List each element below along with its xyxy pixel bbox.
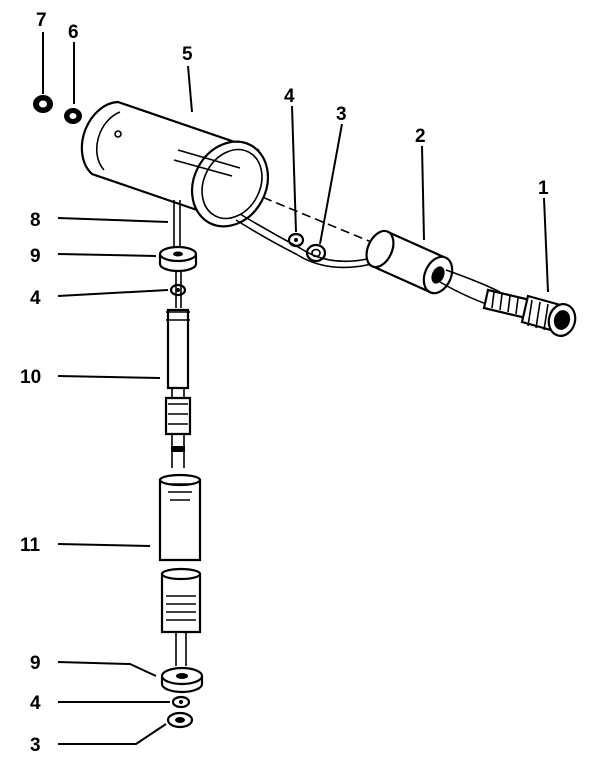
part-6-washer: [64, 108, 82, 124]
callout-9-top: 9: [30, 246, 41, 267]
leader-3-bottom: [58, 723, 167, 745]
threaded-stud: [175, 270, 182, 308]
part-3-nut-bottom: [166, 711, 194, 729]
part-10-lamp-tube: [164, 308, 192, 468]
callout-10: 10: [20, 367, 41, 388]
callout-2: 2: [415, 126, 426, 147]
part-11-sleeve-upper: [158, 473, 202, 562]
callout-4-top: 4: [284, 86, 295, 107]
part-9-spacer-top: [158, 245, 198, 273]
leader-10: [57, 375, 161, 379]
leader-8: [57, 217, 169, 223]
callout-11: 11: [20, 535, 41, 556]
callout-3-bottom: 3: [30, 735, 41, 756]
part-8-rod: [173, 200, 181, 252]
callout-6: 6: [68, 22, 79, 43]
callout-1: 1: [538, 178, 549, 199]
callout-3-top: 3: [336, 104, 347, 125]
leader-3-top: [319, 123, 343, 245]
part-4-washer-bottom: [171, 695, 191, 709]
part-5-housing: [80, 100, 270, 228]
part-4-washer-mid: [169, 283, 187, 297]
leader-9-top: [57, 253, 157, 257]
callout-4-bottom: 4: [30, 693, 41, 714]
leader-2: [421, 145, 425, 241]
callout-9-bottom: 9: [30, 653, 41, 674]
leader-1: [543, 197, 549, 293]
callout-4-mid: 4: [30, 288, 41, 309]
part-2-capacitor: [365, 229, 454, 295]
wire-lead-4: [445, 269, 501, 293]
part-9-spacer-bottom: [160, 666, 204, 694]
leader-9-bottom: [57, 661, 157, 677]
leader-11: [57, 543, 151, 547]
part-4-washer-top: [287, 232, 305, 248]
wire-lead-2: [235, 219, 381, 269]
callout-5: 5: [182, 44, 193, 65]
part-7-nut: [33, 95, 53, 113]
callout-8: 8: [30, 210, 41, 231]
leader-4-mid: [57, 289, 169, 297]
leader-4-top: [291, 105, 297, 233]
wire-lead: [239, 213, 373, 263]
callout-7: 7: [36, 10, 47, 31]
part-1-socket: [482, 288, 577, 337]
part-11-sleeve-lower: [160, 567, 202, 666]
leader-5: [187, 65, 193, 113]
